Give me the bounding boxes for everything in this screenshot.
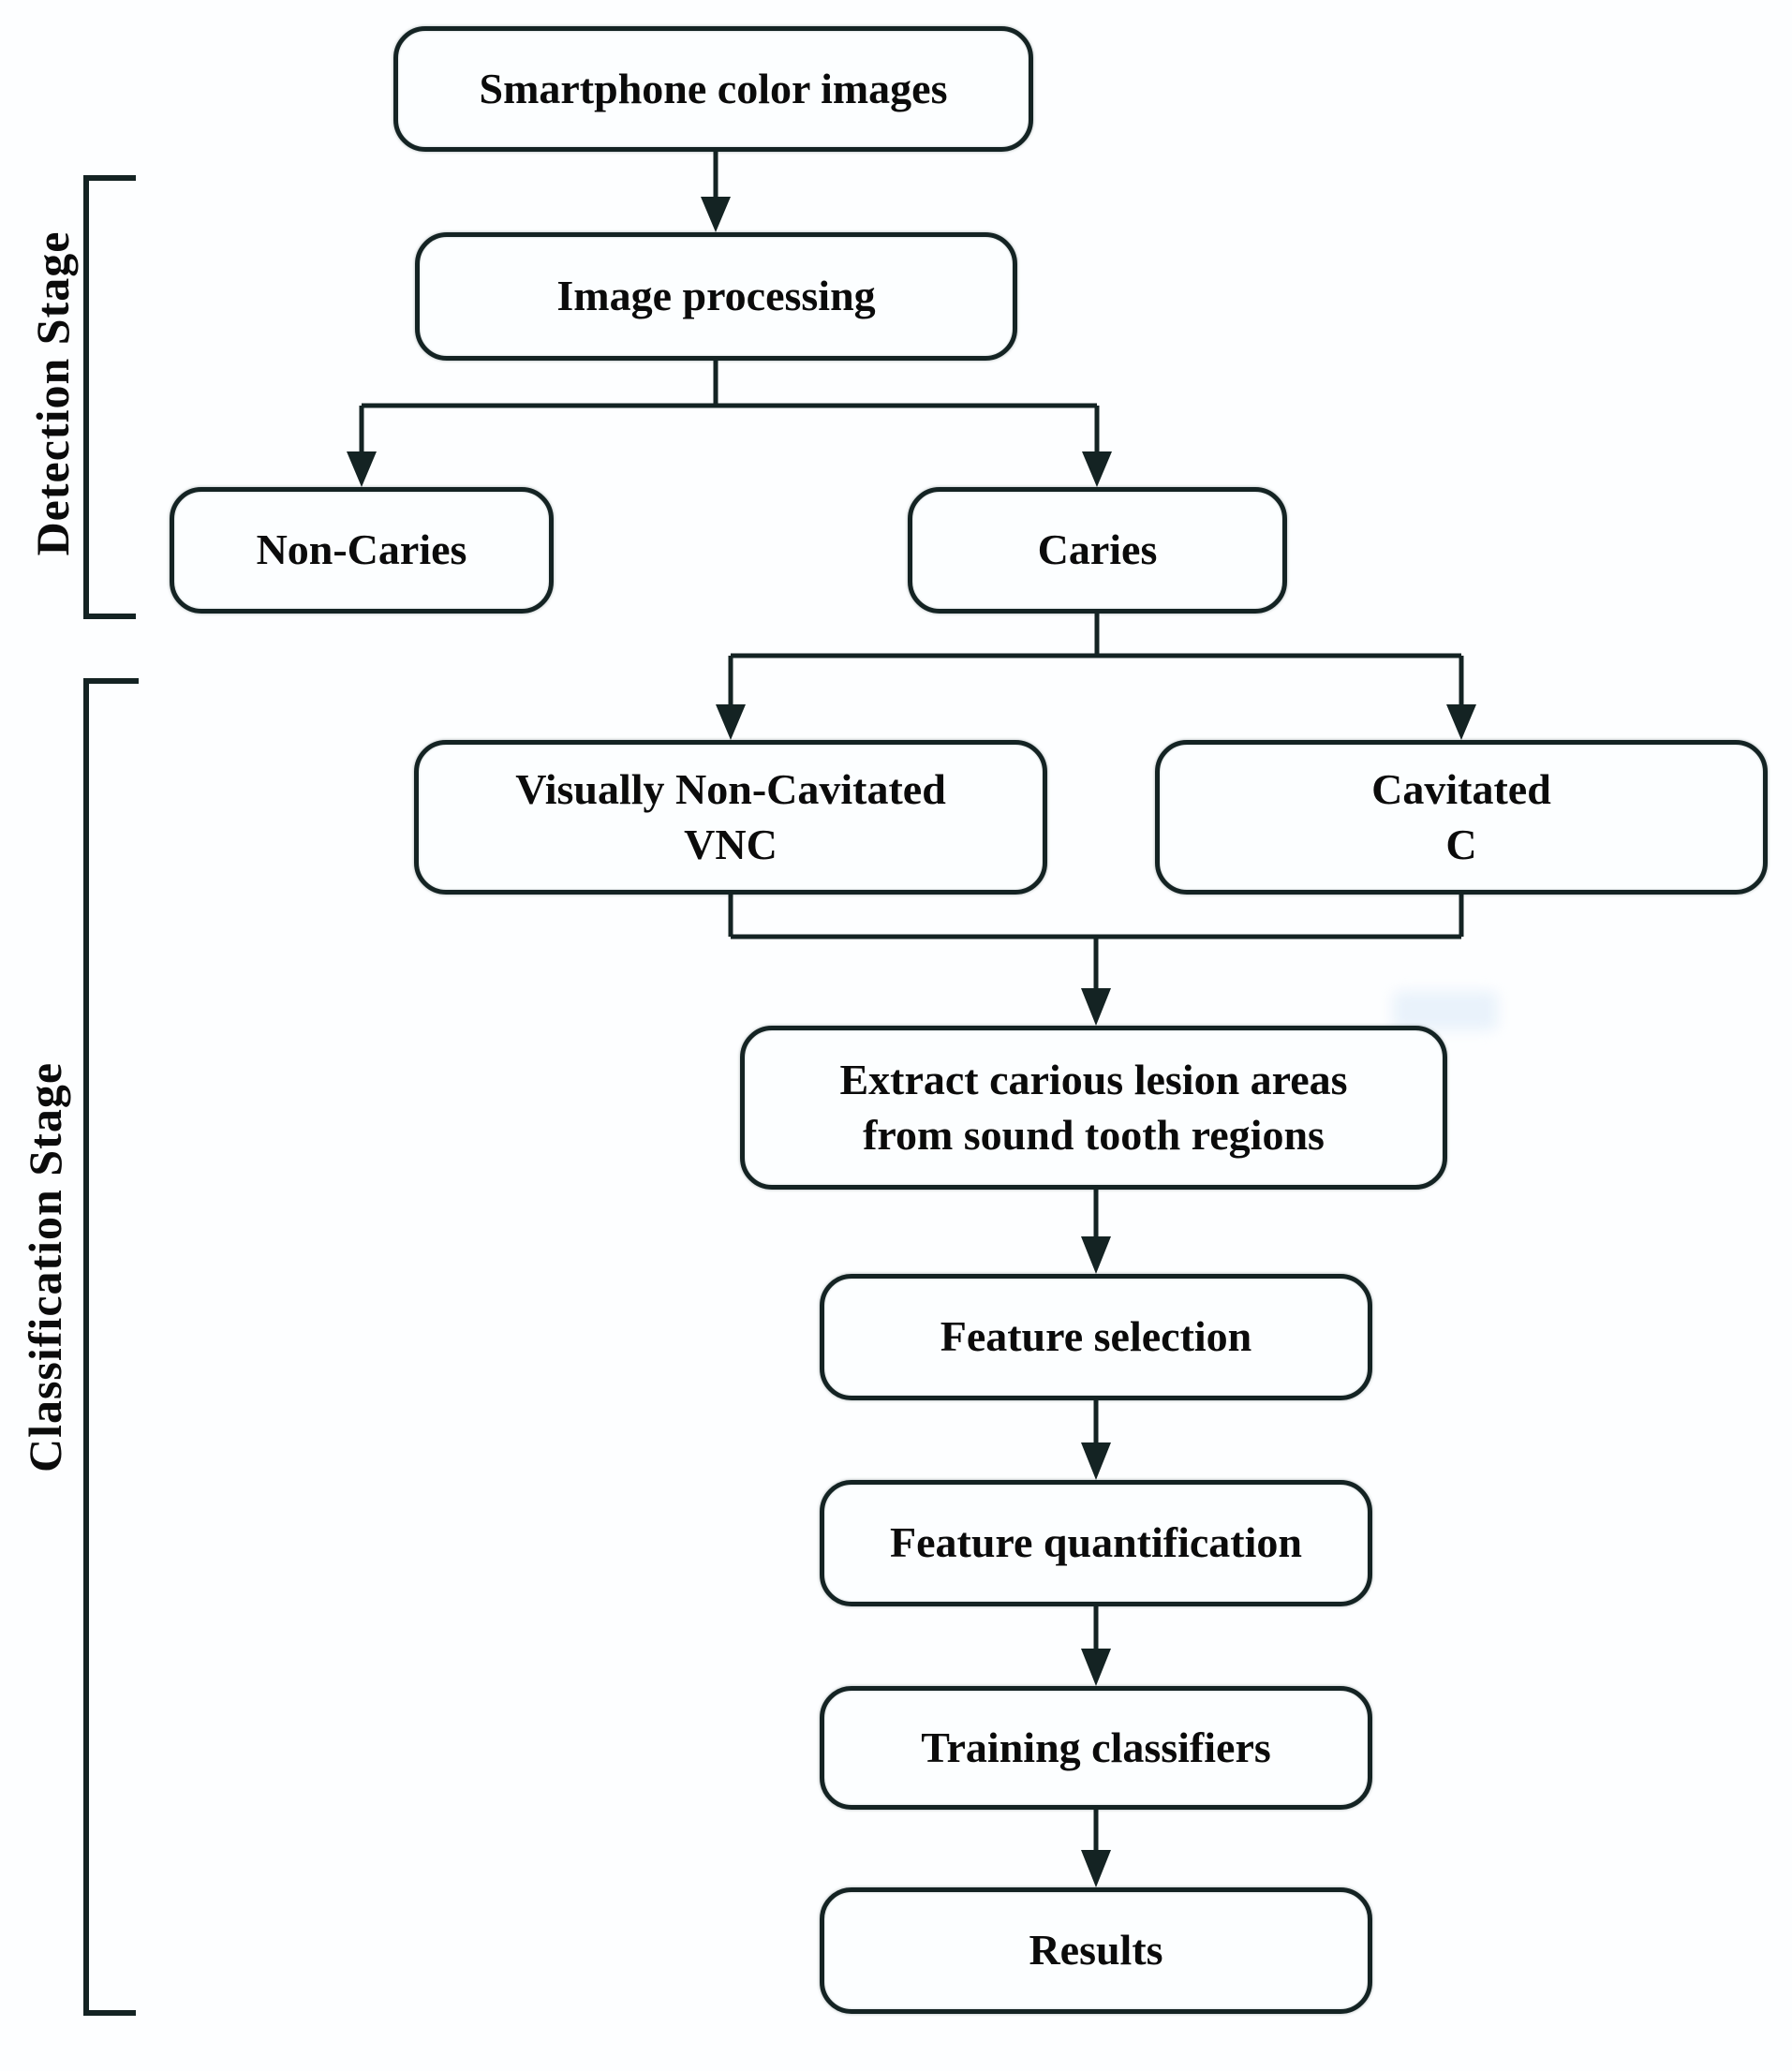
detection-stage-label: Detection Stage (26, 230, 79, 556)
node-label: Non-Caries (256, 525, 467, 574)
node-cavitated: Cavitated C (1155, 740, 1768, 895)
connector-image-processing-branch (359, 361, 1100, 453)
node-smartphone-color-images: Smartphone color images (393, 26, 1033, 152)
node-label: Image processing (556, 272, 876, 320)
node-image-processing: Image processing (415, 232, 1017, 361)
arrowhead-image-processing (701, 197, 731, 232)
node-training-classifiers: Training classifiers (820, 1686, 1372, 1810)
arrowhead-results (1081, 1850, 1111, 1887)
arrowhead-cavitated (1446, 704, 1476, 740)
arrowhead-non-caries (347, 451, 377, 487)
node-label: Results (1029, 1926, 1163, 1975)
node-feature-selection: Feature selection (820, 1274, 1372, 1400)
arrowhead-feature-quantification (1081, 1442, 1111, 1480)
node-label-line1: Cavitated (1371, 764, 1551, 813)
classification-stage-label: Classification Stage (19, 1061, 71, 1473)
node-label-line1: Visually Non-Cavitated (515, 764, 946, 813)
node-non-caries: Non-Caries (170, 487, 554, 614)
artifact-smudge (1393, 991, 1498, 1030)
node-label: Feature selection (940, 1312, 1252, 1361)
node-feature-quantification: Feature quantification (820, 1480, 1372, 1606)
node-visually-non-cavitated: Visually Non-Cavitated VNC (414, 740, 1047, 895)
node-results: Results (820, 1887, 1372, 2014)
node-label: Training classifiers (921, 1723, 1271, 1771)
connector-merge-to-extract (728, 893, 1464, 990)
arrowhead-extract (1081, 988, 1111, 1026)
connector-caries-branch (728, 614, 1464, 706)
node-label: Caries (1037, 525, 1158, 574)
node-label-line2: from sound tooth regions (863, 1110, 1325, 1159)
node-label-line1: Extract carious lesion areas (839, 1055, 1348, 1103)
arrowhead-training-classifiers (1081, 1649, 1111, 1686)
node-label-line2: C (1445, 820, 1477, 868)
arrowhead-caries (1082, 451, 1112, 487)
classification-stage-bracket (83, 678, 139, 2016)
detection-stage-bracket (83, 175, 136, 619)
arrowhead-feature-selection (1081, 1236, 1111, 1274)
arrowhead-vnc (716, 704, 746, 740)
node-label: Smartphone color images (479, 64, 948, 112)
node-label-line2: VNC (684, 820, 778, 868)
node-caries: Caries (908, 487, 1287, 614)
node-extract-carious-lesion-areas: Extract carious lesion areas from sound … (740, 1026, 1447, 1190)
node-label: Feature quantification (890, 1518, 1302, 1567)
